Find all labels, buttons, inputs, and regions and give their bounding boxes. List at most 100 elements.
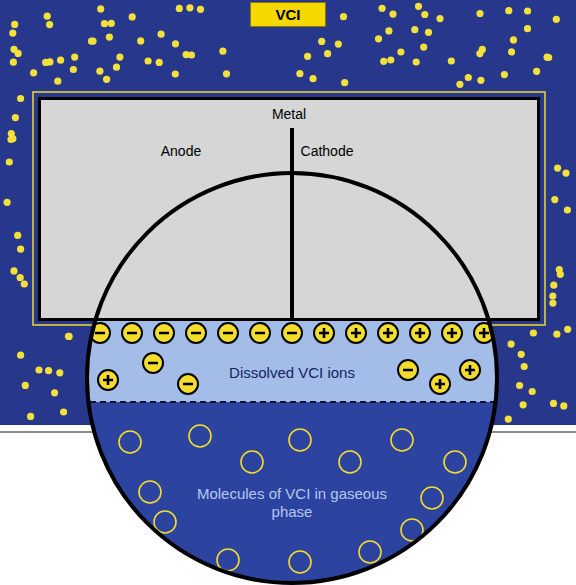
vci-dot bbox=[21, 280, 28, 287]
vci-dot bbox=[549, 300, 556, 307]
phase-boundary bbox=[80, 401, 510, 403]
vci-dot bbox=[448, 57, 455, 64]
vci-dot bbox=[550, 282, 557, 289]
gas-phase-region bbox=[80, 402, 510, 585]
anion bbox=[143, 353, 163, 373]
vci-dot bbox=[516, 382, 523, 389]
vci-dot bbox=[113, 64, 120, 71]
vci-film-outline bbox=[33, 92, 545, 325]
vci-dot bbox=[9, 135, 16, 142]
vci-dot bbox=[27, 413, 34, 420]
vci-dot bbox=[508, 48, 515, 55]
anion bbox=[178, 374, 198, 394]
vci-dot bbox=[54, 78, 61, 85]
vci-dot bbox=[510, 36, 517, 43]
vci-dot bbox=[476, 10, 483, 17]
cation bbox=[430, 374, 450, 394]
vci-dot bbox=[524, 7, 531, 14]
anion bbox=[282, 323, 302, 343]
charge-sign bbox=[287, 332, 297, 335]
vci-dot bbox=[420, 44, 427, 51]
cathode-region: Cathode bbox=[267, 139, 387, 163]
vci-dot bbox=[465, 74, 472, 81]
vci-dot bbox=[108, 20, 115, 27]
vci-molecule bbox=[421, 487, 443, 509]
magnifier-circle bbox=[87, 173, 497, 583]
vci-dot bbox=[9, 29, 16, 36]
vci-dot bbox=[46, 58, 53, 65]
vci-dot bbox=[309, 75, 316, 82]
charge-sign bbox=[387, 328, 390, 338]
charge-sign bbox=[255, 332, 265, 335]
vci-dot bbox=[425, 29, 432, 36]
vci-dot bbox=[106, 34, 113, 41]
vci-dot bbox=[17, 95, 24, 102]
vci-dot bbox=[296, 70, 303, 77]
vci-dot bbox=[4, 199, 11, 206]
cation bbox=[460, 360, 480, 380]
vci-dot bbox=[518, 351, 525, 358]
charge-sign bbox=[355, 328, 358, 338]
vci-dot bbox=[505, 7, 512, 14]
vci-dot bbox=[477, 77, 484, 84]
vci-dot bbox=[12, 114, 19, 121]
vci-dot bbox=[66, 333, 73, 340]
vci-dot bbox=[14, 232, 21, 239]
anode-cathode-divider bbox=[290, 128, 294, 321]
vci-dot bbox=[96, 68, 103, 75]
charge-sign bbox=[323, 328, 326, 338]
cation bbox=[410, 323, 430, 343]
vci-dot bbox=[35, 366, 42, 373]
vci-dot bbox=[71, 54, 78, 61]
vci-dot bbox=[411, 26, 418, 33]
vci-dot bbox=[564, 206, 571, 213]
cation bbox=[314, 323, 334, 343]
vci-dot bbox=[10, 59, 17, 66]
vci-dot bbox=[70, 66, 77, 73]
vci-dot bbox=[44, 13, 51, 20]
vci-molecule bbox=[241, 451, 263, 473]
node-text: Anode bbox=[161, 143, 201, 160]
vci-dot bbox=[97, 5, 104, 12]
vci-dot bbox=[335, 41, 342, 48]
vci-dot bbox=[158, 31, 165, 38]
node-text: VCI bbox=[275, 6, 300, 24]
vci-dot bbox=[549, 292, 556, 299]
charge-sign bbox=[223, 332, 233, 335]
vci-dot bbox=[137, 37, 144, 44]
anion bbox=[398, 360, 418, 380]
vci-dot bbox=[145, 57, 152, 64]
anion bbox=[122, 323, 142, 343]
vci-dot bbox=[508, 341, 515, 348]
vci-dot bbox=[529, 388, 536, 395]
metal-block: MetalAnodeCathode bbox=[38, 97, 540, 321]
vci-dot bbox=[553, 331, 560, 338]
vci-dot bbox=[520, 401, 527, 408]
vci-dot bbox=[11, 21, 18, 28]
vci-dot bbox=[6, 158, 13, 165]
vci-dot bbox=[197, 6, 204, 13]
vci-dot bbox=[129, 13, 136, 20]
charge-sign bbox=[403, 369, 413, 372]
charge-sign bbox=[107, 375, 110, 385]
vci-dot bbox=[562, 170, 569, 177]
vci-dot bbox=[17, 274, 24, 281]
vci-dot bbox=[88, 38, 95, 45]
vci-dot bbox=[564, 326, 571, 333]
vci-dot bbox=[554, 165, 561, 172]
vci-dot bbox=[188, 51, 195, 58]
vci-dot bbox=[501, 71, 508, 78]
anion bbox=[250, 323, 270, 343]
cation bbox=[346, 323, 366, 343]
ion-symbols bbox=[90, 323, 494, 394]
charge-sign bbox=[183, 383, 193, 386]
vci-molecule bbox=[139, 481, 161, 503]
vci-molecule bbox=[391, 429, 413, 451]
vci-dot bbox=[57, 57, 64, 64]
vci-molecule bbox=[119, 431, 141, 453]
vci-dot bbox=[550, 400, 557, 407]
vci-molecule bbox=[154, 511, 176, 533]
vci-dot bbox=[103, 76, 110, 83]
vci-dot bbox=[186, 4, 193, 11]
vci-dot bbox=[17, 352, 24, 359]
